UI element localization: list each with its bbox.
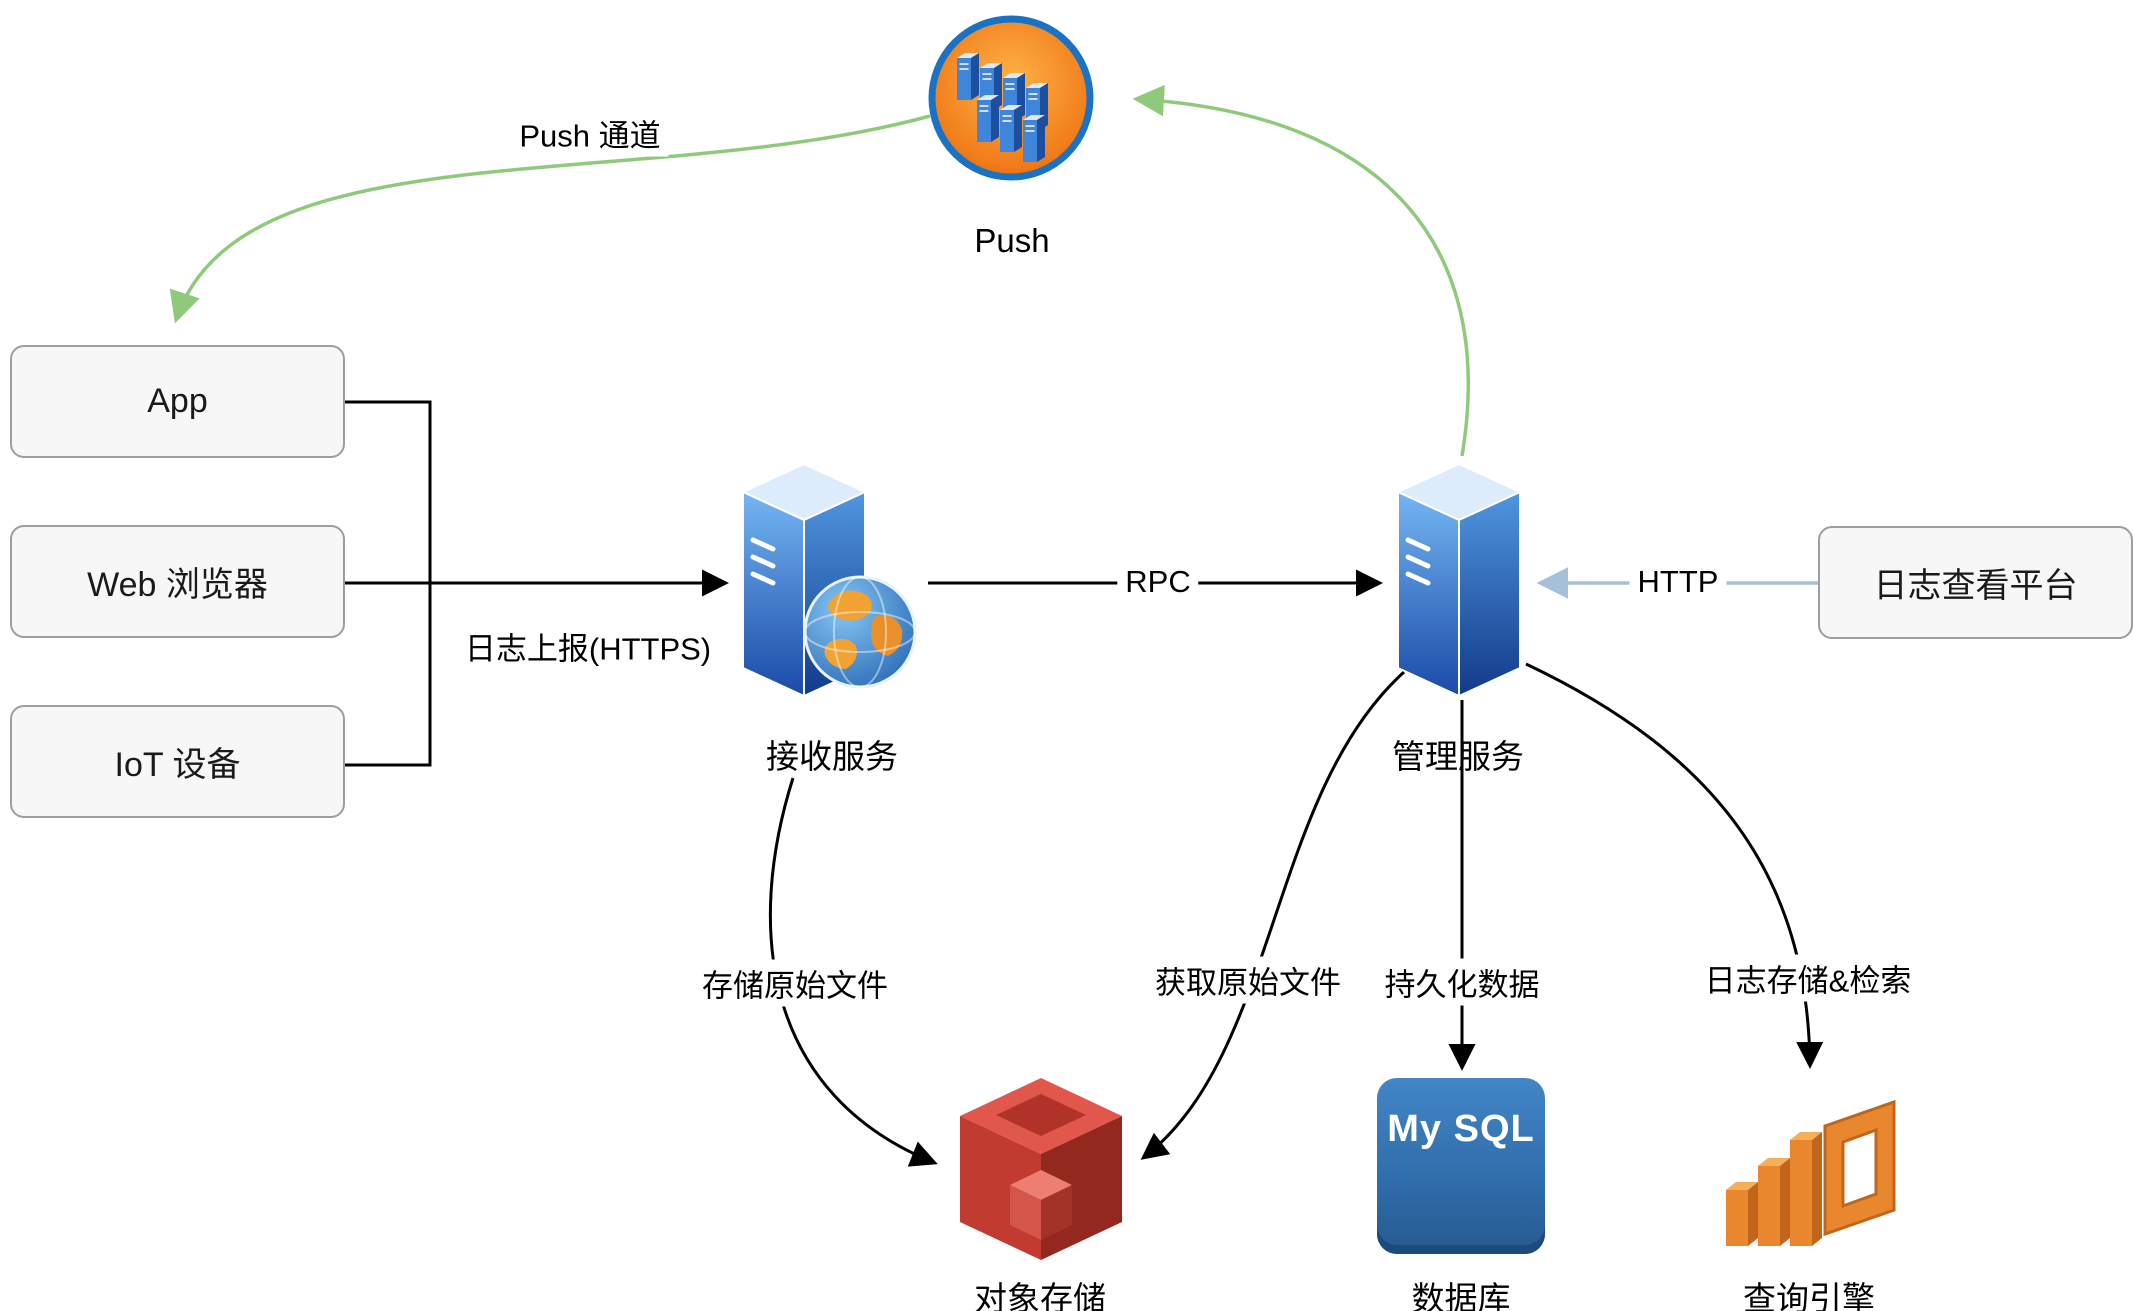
database-label: 数据库	[1411, 1280, 1511, 1311]
edge-label-http: HTTP	[1629, 563, 1727, 601]
query-engine-icon	[1726, 1099, 1896, 1246]
push-label: Push	[974, 222, 1050, 259]
node-app-label: App	[147, 382, 208, 420]
mysql-icon: My SQL	[1377, 1078, 1545, 1254]
object-storage-icon	[960, 1078, 1122, 1260]
node-web-browser-label: Web 浏览器	[87, 566, 268, 604]
edge-manage-to-push	[1132, 84, 1470, 457]
edge-push-channel	[169, 114, 931, 324]
edge-label-log-search: 日志存储&检索	[1696, 954, 1920, 1002]
edge-label-push-channel: Push 通道	[511, 109, 669, 157]
node-iot-device: IoT 设备	[10, 705, 345, 818]
push-icon	[928, 15, 1094, 181]
edge-label-rpc: RPC	[1117, 563, 1199, 601]
node-log-viewer: 日志查看平台	[1818, 526, 2133, 639]
edge-fetch-raw	[1140, 670, 1406, 1160]
edge-label-log-upload: 日志上报(HTTPS)	[456, 622, 720, 670]
node-app: App	[10, 345, 345, 458]
manage-server-icon	[1392, 460, 1527, 700]
node-web-browser: Web 浏览器	[10, 525, 345, 638]
query-engine-label: 查询引擎	[1743, 1280, 1875, 1311]
edge-label-fetch-raw: 获取原始文件	[1147, 956, 1349, 1004]
node-log-viewer-label: 日志查看平台	[1873, 567, 2078, 605]
node-iot-device-label: IoT 设备	[114, 746, 241, 784]
manage-service-label: 管理服务	[1392, 738, 1524, 775]
object-storage-label: 对象存储	[974, 1280, 1106, 1311]
edge-label-store-raw: 存储原始文件	[694, 959, 896, 1007]
edge-label-persist: 持久化数据	[1376, 958, 1548, 1006]
receive-service-label: 接收服务	[766, 738, 898, 775]
edge-log-search	[1525, 662, 1824, 1069]
mysql-icon-text: My SQL	[1387, 1108, 1535, 1150]
globe-icon	[803, 575, 917, 689]
